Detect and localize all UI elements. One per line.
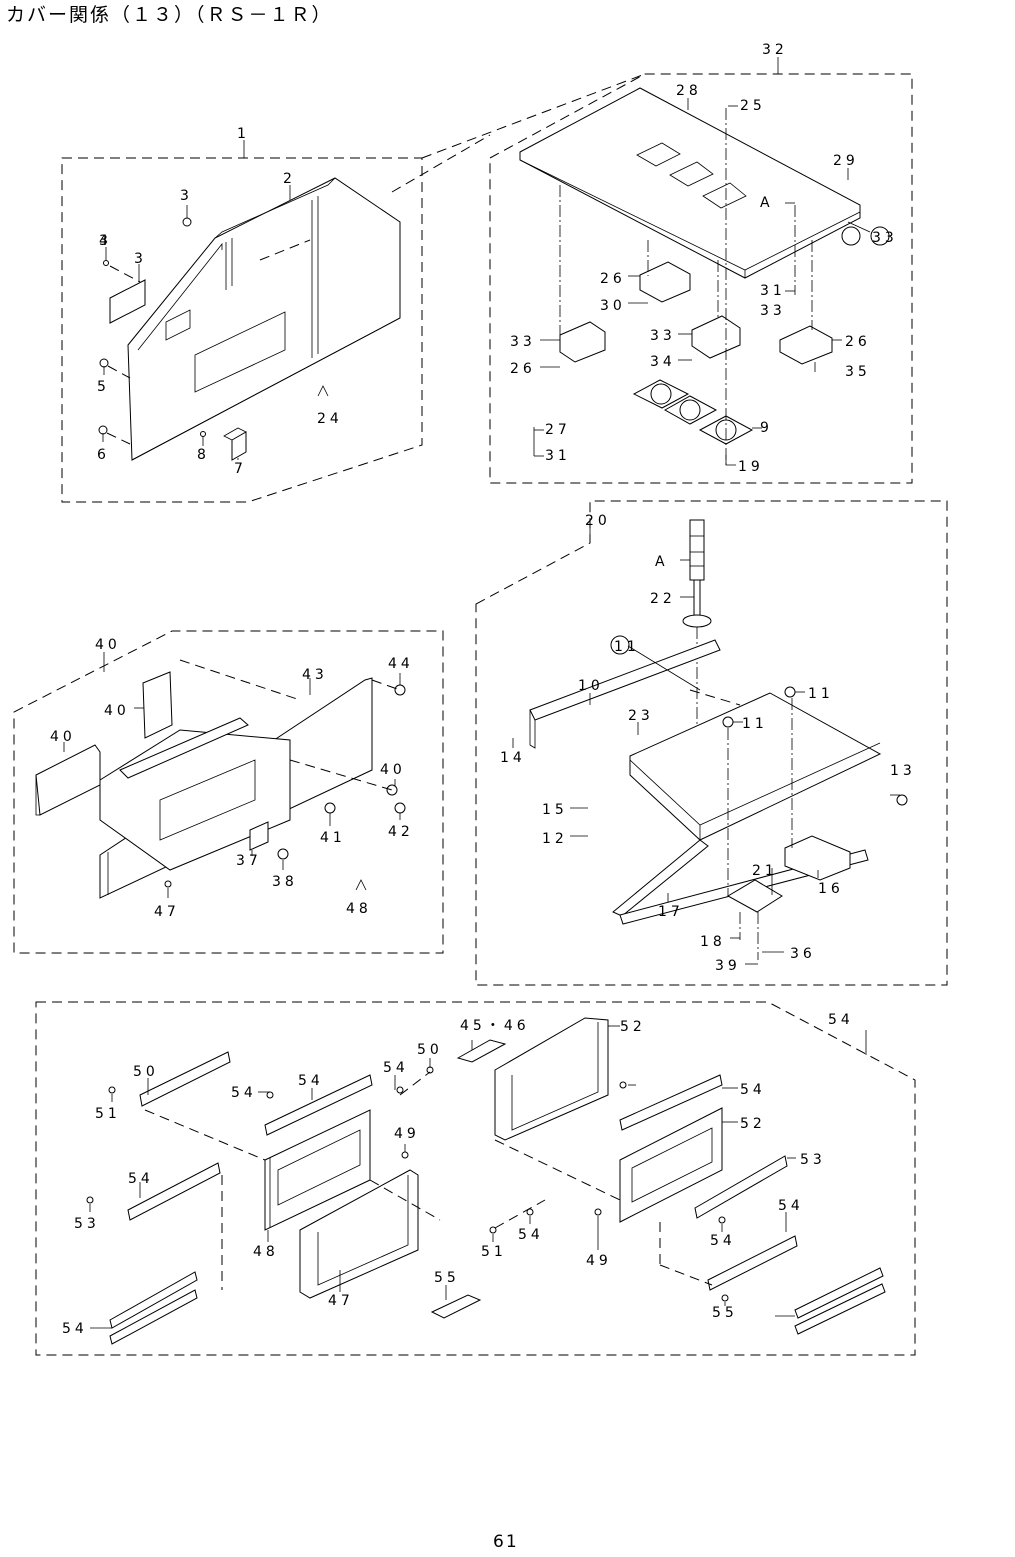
part-number-label: 50 (417, 1042, 443, 1058)
part-number-label: 31 (545, 448, 571, 464)
part-number-label: 54 (128, 1171, 154, 1187)
part-number-label: 18 (700, 934, 726, 950)
part-number-label: 55 (434, 1270, 460, 1286)
part-number-label: 52 (740, 1116, 766, 1132)
part-number-label: 54 (62, 1321, 88, 1337)
part-number-label: 5 (97, 379, 110, 395)
group-45-46-stand (36, 1002, 915, 1355)
part-number-label: 17 (658, 904, 684, 920)
part-number-label: 33 (872, 230, 898, 246)
part-number-label: 50 (133, 1064, 159, 1080)
part-number-label: 48 (253, 1244, 279, 1260)
part-number-label: 41 (320, 830, 346, 846)
part-number-label: 42 (388, 824, 414, 840)
part-number-label: 36 (790, 946, 816, 962)
part-number-label: 53 (74, 1216, 100, 1232)
part-number-label: 54 (231, 1085, 257, 1101)
part-number-label: 33 (760, 303, 786, 319)
part-number-label: 26 (600, 271, 626, 287)
part-number-label: 51 (95, 1106, 121, 1122)
part-number-label: 7 (234, 461, 247, 477)
part-number-label: 39 (715, 958, 741, 974)
part-number-label: 8 (197, 447, 210, 463)
part-number-label: 26 (510, 361, 536, 377)
part-number-label: 21 (752, 863, 778, 879)
part-number-label: 24 (317, 411, 343, 427)
part-number-label: 52 (620, 1019, 646, 1035)
part-number-label: 6 (97, 447, 110, 463)
part-number-label: 34 (650, 354, 676, 370)
part-number-label: 20 (585, 513, 611, 529)
part-number-label: 1 (237, 126, 250, 142)
part-number-label: 53 (800, 1152, 826, 1168)
part-number-label: 35 (845, 364, 871, 380)
part-number-label: 2 (283, 171, 296, 187)
part-number-label: 44 (388, 656, 414, 672)
part-number-label: 3 (134, 251, 147, 267)
part-number-label: 54 (298, 1073, 324, 1089)
group-36-rear-cover (14, 631, 443, 953)
part-number-label: 11 (742, 716, 768, 732)
part-number-label: 54 (710, 1233, 736, 1249)
part-number-label: A (760, 195, 774, 211)
part-number-label: 43 (302, 667, 328, 683)
part-number-label: 32 (762, 42, 788, 58)
part-number-label: 49 (586, 1253, 612, 1269)
part-number-label: 9 (760, 420, 773, 436)
group-9-frame (476, 501, 947, 985)
part-number-label: 33 (510, 334, 536, 350)
part-number-label: 30 (600, 298, 626, 314)
part-number-label: 16 (818, 881, 844, 897)
part-number-label: 23 (628, 708, 654, 724)
part-number-label: 37 (236, 853, 262, 869)
page-number: 61 (493, 1532, 519, 1552)
part-number-label: 4 (99, 233, 112, 249)
part-number-label: 29 (833, 153, 859, 169)
part-number-label: 38 (272, 874, 298, 890)
part-number-label: 22 (650, 591, 676, 607)
part-number-label: 40 (95, 637, 121, 653)
part-number-label: 11 (808, 686, 834, 702)
part-number-label: 54 (518, 1227, 544, 1243)
part-number-label: 54 (383, 1060, 409, 1076)
part-number-label: 40 (104, 703, 130, 719)
group-24-top-cover (392, 57, 912, 483)
part-number-label: 45・46 (460, 1018, 530, 1034)
part-number-label: 33 (650, 328, 676, 344)
part-number-label: 47 (154, 904, 180, 920)
part-number-label: 54 (778, 1198, 804, 1214)
part-number-label: 11 (614, 639, 640, 655)
part-number-label: 3 (180, 188, 193, 204)
part-number-label: 54 (828, 1012, 854, 1028)
part-number-label: 55 (712, 1305, 738, 1321)
part-number-label: 27 (545, 422, 571, 438)
part-number-label: 15 (542, 802, 568, 818)
part-number-label: 49 (394, 1126, 420, 1142)
part-number-label: 31 (760, 283, 786, 299)
part-number-label: 40 (380, 762, 406, 778)
part-number-label: 10 (578, 678, 604, 694)
part-number-label: 13 (890, 763, 916, 779)
group-1-side-cover (62, 140, 422, 502)
part-number-label: 51 (481, 1244, 507, 1260)
part-number-label: 26 (845, 334, 871, 350)
part-number-label: 19 (738, 459, 764, 475)
part-number-label: 12 (542, 831, 568, 847)
part-number-label: 54 (740, 1082, 766, 1098)
part-number-label: 47 (328, 1293, 354, 1309)
part-number-label: 40 (50, 729, 76, 745)
part-number-label: 48 (346, 901, 372, 917)
part-number-label: 28 (676, 83, 702, 99)
part-number-label: 14 (500, 750, 526, 766)
part-number-label: 25 (740, 98, 766, 114)
part-number-label: A (655, 554, 669, 570)
